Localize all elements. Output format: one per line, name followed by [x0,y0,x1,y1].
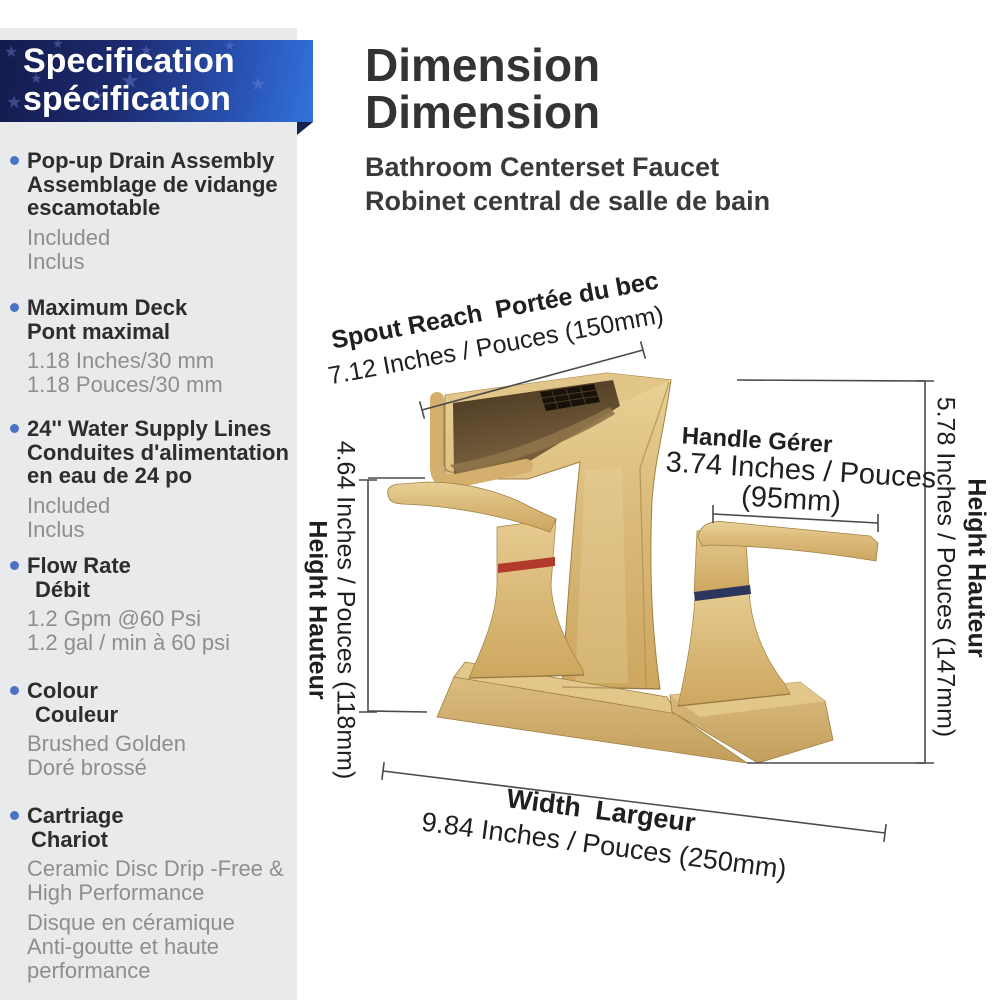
column-base-shadow [561,686,661,690]
right-flare-base-shadow [677,693,791,707]
spec-value-line: 1.18 Inches/30 mm [27,348,215,373]
spec-section-popup-drain: Pop-up Drain Assembly Assemblage de vida… [0,149,297,274]
bullet-icon [10,811,19,820]
banner-title-line2: spécification [23,80,231,118]
right-height-label: Height Hauteur [962,478,991,658]
spec-title-line: escamotable [27,195,161,220]
page-title-line2: Dimension [365,86,601,138]
spec-title-line: Colour [27,678,98,703]
spec-title-line: Débit [35,576,90,602]
spec-section-supply-lines: 24'' Water Supply Lines Conduites d'alim… [0,417,297,542]
spout-reach-dimension-line [418,341,647,419]
bullet-icon [10,156,19,165]
star-icon: ★ [4,44,19,61]
right-handle-lever [697,521,879,562]
specification-banner: ★ ★ ★ ★ ★ ★ ★ ★ ★ ★ Specification spécif… [0,40,313,122]
spec-value-line: 1.18 Pouces/30 mm [27,372,223,397]
cold-indicator-band [694,585,751,601]
spout-channel-floor [450,407,615,473]
spec-value-line: 1.2 gal / min à 60 psi [27,630,231,655]
spec-title-line: Flow Rate [27,553,131,578]
page-title: Dimension Dimension [365,42,600,136]
left-height-dimension-line [359,477,428,713]
banner-fold-triangle [297,122,313,135]
spec-value-line: Disque en céramique [27,910,235,935]
page-title-line1: Dimension [365,39,601,91]
spec-value-line: 1.2 Gpm @60 Psi [27,606,201,631]
spec-value-line: performance [27,958,151,983]
spec-value-line: High Performance [27,880,205,905]
bullet-icon [10,424,19,433]
spec-title-line: en eau de 24 po [27,463,193,488]
spec-value-line: Inclus [27,516,85,542]
spec-title-line: 24'' Water Supply Lines [27,416,272,441]
spec-title-line: Assemblage de vidange [27,171,278,197]
spec-title-line: Cartriage [27,803,124,828]
spec-section-maximum-deck: Maximum Deck Pont maximal 1.18 Inches/30… [0,296,297,397]
handle-dimension-line [712,505,879,532]
spec-title-line: Chariot [31,826,108,852]
spec-section-cartridge: Cartriage Chariot Ceramic Disc Drip -Fre… [0,804,297,983]
spec-value-line: Inclus [27,248,85,274]
faucet-body-crease [639,381,670,688]
width-dimension-line [381,762,887,842]
spout-lip-inner-edge [443,403,521,473]
spec-value-line: Anti-goutte et haute [27,934,220,959]
bullet-icon [10,561,19,570]
right-height-dimension-line [736,379,934,764]
spec-value-line: Included [27,224,111,250]
dimension-lines [359,341,934,842]
left-flare-base-shadow [468,674,585,679]
spec-section-colour: Colour Couleur Brushed Golden Doré bross… [0,679,297,780]
faucet-body-sheen [575,468,628,683]
sidebar-background [0,28,297,1000]
star-icon: ★ [6,92,23,112]
page-subtitle: Bathroom Centerset Faucet Robinet centra… [365,150,770,218]
spec-value-line: Included [27,492,111,518]
page-subtitle-line1: Bathroom Centerset Faucet [365,152,720,182]
spec-title-line: Pont maximal [27,318,171,344]
left-height-value: 4.64 Inches / Pouces (118mm) [331,440,360,780]
spec-title-line: Pop-up Drain Assembly [27,148,275,173]
bullet-icon [10,303,19,312]
spec-title-line: Maximum Deck [27,295,188,320]
spec-title-line: Conduites d'alimentation [27,439,289,465]
banner-title-line1: Specification [23,42,235,80]
spec-value-line: Doré brossé [27,755,147,780]
handle-value-line2: (95mm) [740,480,842,519]
spec-value-line: Brushed Golden [27,731,186,756]
left-handle-flare [468,518,585,679]
bullet-icon [10,686,19,695]
left-height-label: Height Hauteur [303,520,332,700]
hot-indicator-band [498,557,555,573]
page-subtitle-line2: Robinet central de salle de bain [365,186,771,216]
banner-title: Specification spécification [23,42,235,118]
spec-section-flow-rate: Flow Rate Débit 1.2 Gpm @60 Psi 1.2 gal … [0,554,297,655]
spout-aerator-mesh [540,384,600,411]
right-height-value: 5.78 Inches / Pouces (147mm) [931,396,960,738]
left-handle-lever [387,481,557,533]
spec-value-line: Ceramic Disc Drip -Free & [27,856,284,881]
star-icon: ★ [250,74,267,94]
spout-front-lip [430,392,533,489]
spec-title-line: Couleur [35,701,119,727]
right-handle-flare [677,589,791,707]
faucet-illustration [387,372,879,764]
